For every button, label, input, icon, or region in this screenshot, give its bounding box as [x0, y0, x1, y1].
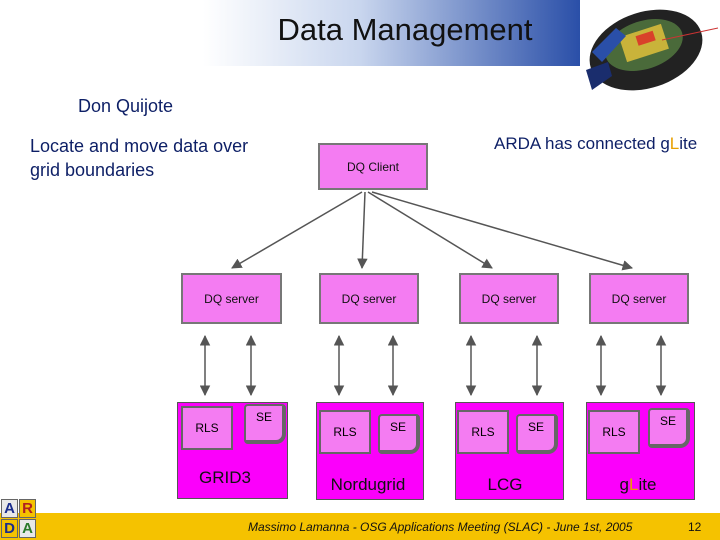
arda-note: ARDA has connected gLite — [494, 134, 697, 154]
locate-description: Locate and move data over grid boundarie… — [30, 136, 249, 180]
dq-client-box: DQ Client — [318, 143, 428, 190]
rls-box: RLS — [457, 410, 509, 454]
footer-text: Massimo Lamanna - OSG Applications Meeti… — [248, 520, 633, 534]
footer-bar — [0, 513, 720, 540]
arda-text-suffix: ite — [679, 134, 698, 153]
arda-text-l: L — [669, 134, 680, 153]
se-box: SE — [648, 408, 690, 448]
grid-label-grid3: GRID3 — [199, 468, 251, 487]
arda-logo: A R D A — [0, 498, 38, 540]
logo-letter: D — [1, 519, 18, 538]
detector-image — [582, 0, 720, 100]
logo-letter: A — [1, 499, 18, 518]
glite-l: L — [629, 475, 639, 494]
page-title: Data Management — [277, 12, 533, 47]
glite-suffix: ite — [638, 475, 657, 494]
title-bar — [0, 0, 580, 66]
se-box: SE — [244, 404, 286, 444]
dq-server-box: DQ server — [589, 273, 689, 324]
grid-label-nordugrid: Nordugrid — [330, 475, 406, 494]
logo-letter: R — [19, 499, 36, 518]
page-number: 12 — [688, 520, 702, 534]
arda-text-prefix: ARDA has connected g — [494, 134, 670, 153]
rls-box: RLS — [319, 410, 371, 454]
grid-label-glite: gLite — [573, 475, 703, 495]
dq-server-box: DQ server — [319, 273, 419, 324]
se-box: SE — [378, 414, 420, 454]
grid-label-lcg: LCG — [487, 475, 523, 494]
dq-server-box: DQ server — [459, 273, 559, 324]
glite-prefix: g — [619, 475, 630, 494]
subtitle: Don Quijote — [78, 96, 174, 116]
se-box: SE — [516, 414, 558, 454]
rls-box: RLS — [588, 410, 640, 454]
logo-letter: A — [19, 519, 36, 538]
dq-server-box: DQ server — [181, 273, 282, 324]
rls-box: RLS — [181, 406, 233, 450]
